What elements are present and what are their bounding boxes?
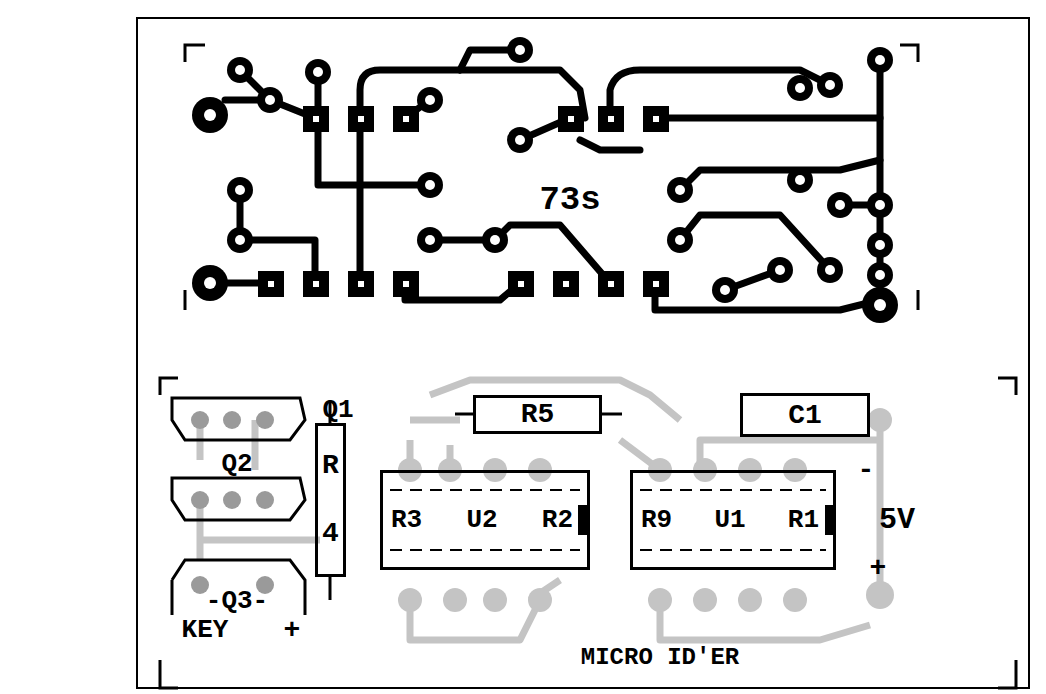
component-outline: C1 [740, 393, 870, 437]
component-outline: R9 U1 R1 [630, 470, 836, 570]
part-label: R2 [542, 505, 573, 535]
silkscreen-label: MICRO ID'ER [581, 644, 739, 671]
silkscreen-label: - [858, 455, 875, 486]
part-label: C1 [788, 400, 822, 431]
silkscreen-label: KEY [182, 615, 229, 645]
part-label: R1 [788, 505, 819, 535]
silkscreen-label: Q1 [322, 395, 353, 425]
part-label: R 4 [322, 432, 339, 568]
component-outline: R5 [473, 395, 602, 434]
part-label: R9 [641, 505, 672, 535]
component-outline: R 4 [315, 423, 346, 577]
silkscreen-label: + [284, 615, 301, 646]
silkscreen-label: + [870, 553, 887, 584]
part-label: U2 [466, 505, 497, 535]
part-label: U1 [714, 505, 745, 535]
part-label: R3 [391, 505, 422, 535]
silkscreen-label: Q2 [221, 449, 252, 479]
part-label: R5 [521, 399, 555, 430]
silkscreen-label: -Q3- [206, 586, 268, 616]
component-outline: R3 U2 R2 [380, 470, 590, 570]
board-marking: 73s [539, 181, 600, 219]
silkscreen-label: 5V [879, 503, 915, 537]
